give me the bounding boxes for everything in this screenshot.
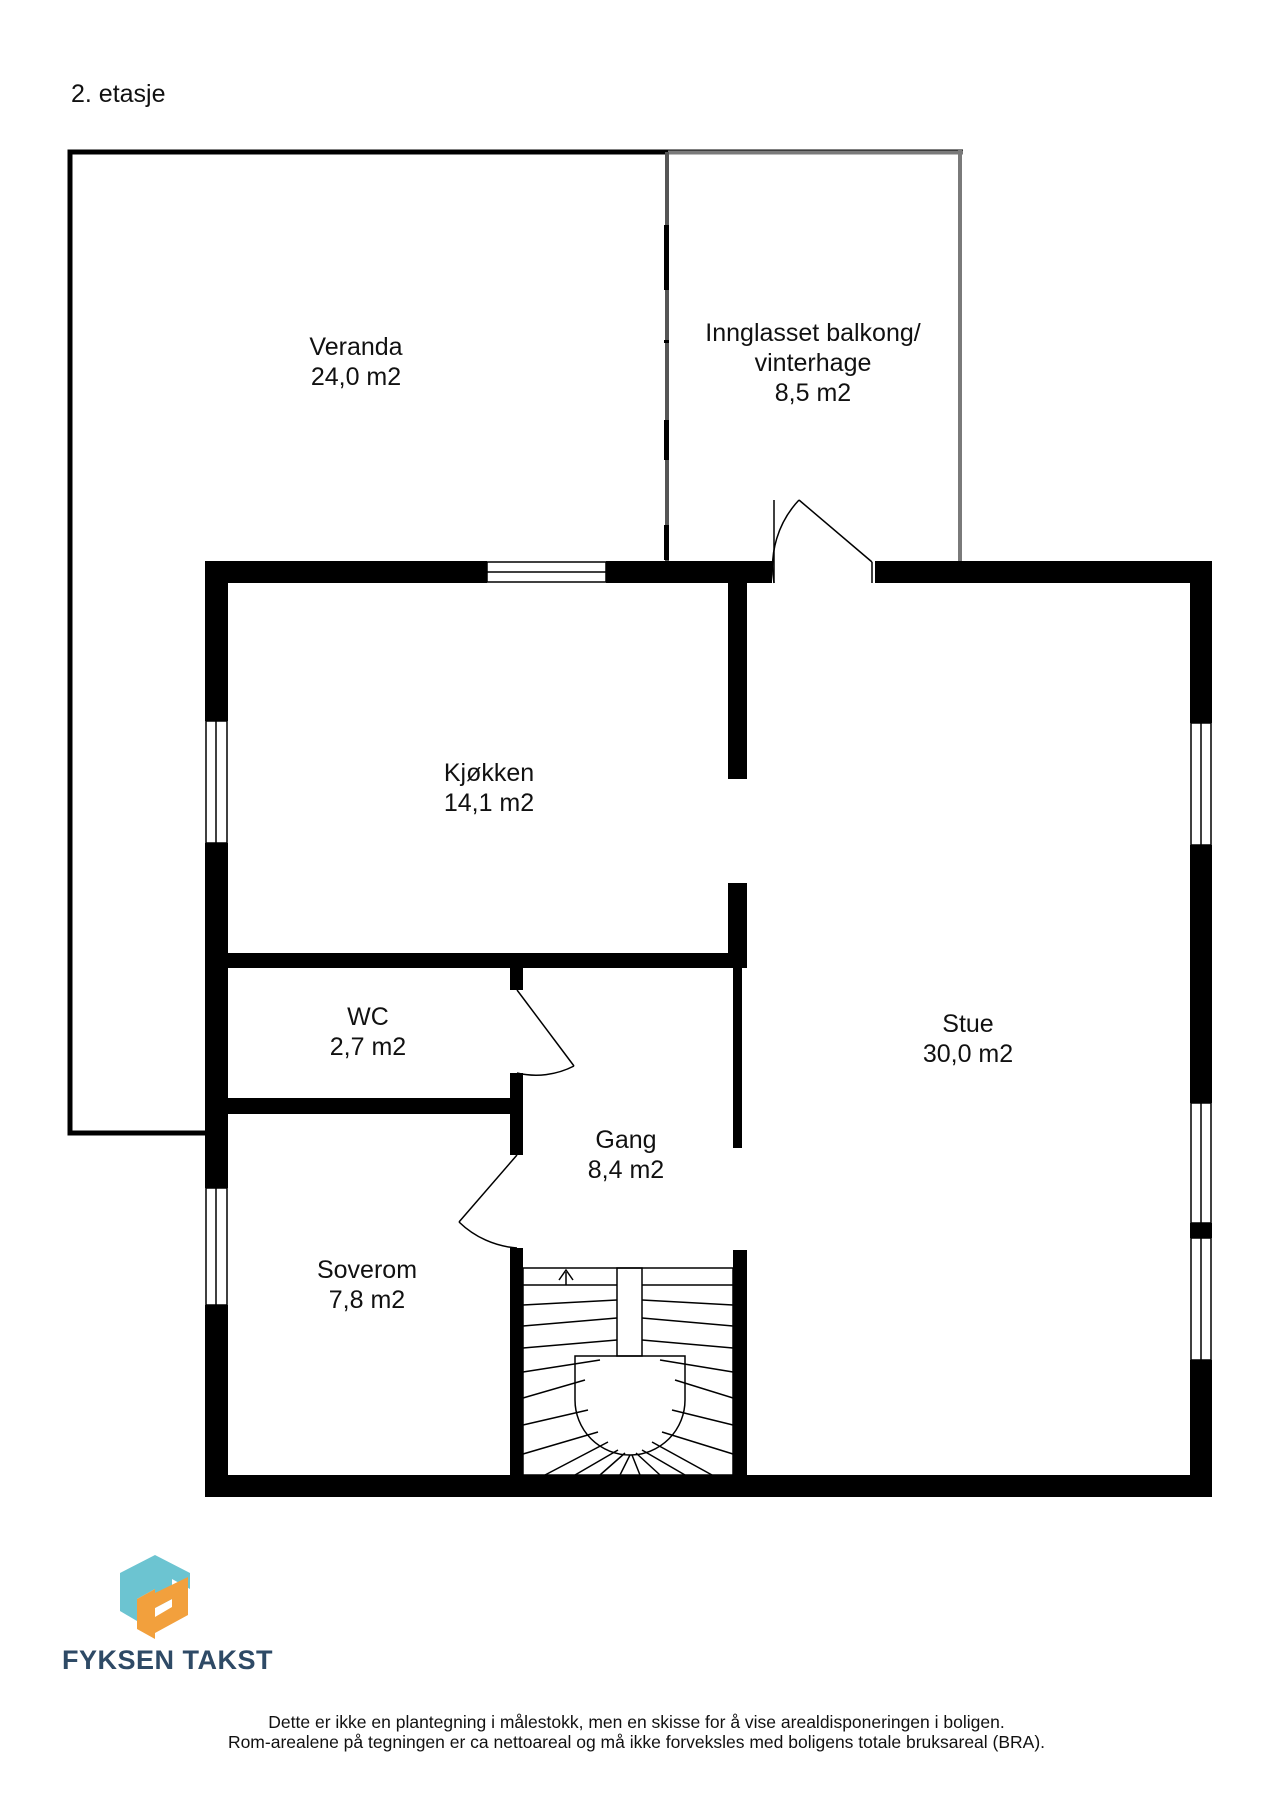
- balcony-glass-walls: [664, 149, 963, 562]
- room-area: 14,1 m2: [443, 789, 535, 817]
- company-logo: FYKSEN TAKST: [62, 1555, 273, 1675]
- room-area: 2,7 m2: [329, 1033, 407, 1061]
- logo-mark-icon: [120, 1555, 190, 1639]
- room-name: Innglasset balkong/: [705, 319, 921, 347]
- disclaimer-line-2: Rom-arealene på tegningen er ca nettoare…: [227, 1732, 1046, 1752]
- interior-walls: [228, 583, 747, 1475]
- windows: [205, 561, 1212, 1361]
- room-label-hall: Gang 8,4 m2: [588, 1125, 664, 1185]
- room-name: Kjøkken: [443, 759, 535, 787]
- exterior-walls: [205, 561, 1212, 1497]
- room-name: Gang: [595, 1126, 657, 1154]
- room-area: 7,8 m2: [328, 1286, 406, 1314]
- room-area: 24,0 m2: [310, 363, 402, 391]
- room-area: 8,5 m2: [774, 379, 852, 407]
- room-label-kitchen: Kjøkken 14,1 m2: [444, 758, 534, 818]
- doors: [458, 499, 873, 1249]
- room-name: WC: [347, 1003, 389, 1031]
- room-name: Veranda: [309, 333, 403, 361]
- room-label-veranda: Veranda 24,0 m2: [309, 332, 402, 392]
- floor-title: 2. etasje: [71, 80, 166, 108]
- room-name: Soverom: [316, 1256, 418, 1284]
- staircase: [522, 1267, 734, 1476]
- room-label-wc: WC 2,7 m2: [330, 1002, 406, 1062]
- room-area: 8,4 m2: [587, 1156, 665, 1184]
- disclaimer-line-1: Dette er ikke en plantegning i målestokk…: [268, 1712, 1005, 1732]
- room-area: 30,0 m2: [922, 1040, 1014, 1068]
- room-name: vinterhage: [754, 349, 872, 377]
- disclaimer: Dette er ikke en plantegning i målestokk…: [0, 1712, 1273, 1752]
- brand-name: FYKSEN TAKST: [62, 1645, 274, 1675]
- room-name: Stue: [942, 1010, 994, 1038]
- room-label-bedroom: Soverom 7,8 m2: [317, 1255, 417, 1315]
- veranda-outline: [67, 149, 668, 1136]
- room-label-balcony: Innglasset balkong/ vinterhage 8,5 m2: [705, 318, 920, 408]
- room-label-living: Stue 30,0 m2: [923, 1009, 1013, 1069]
